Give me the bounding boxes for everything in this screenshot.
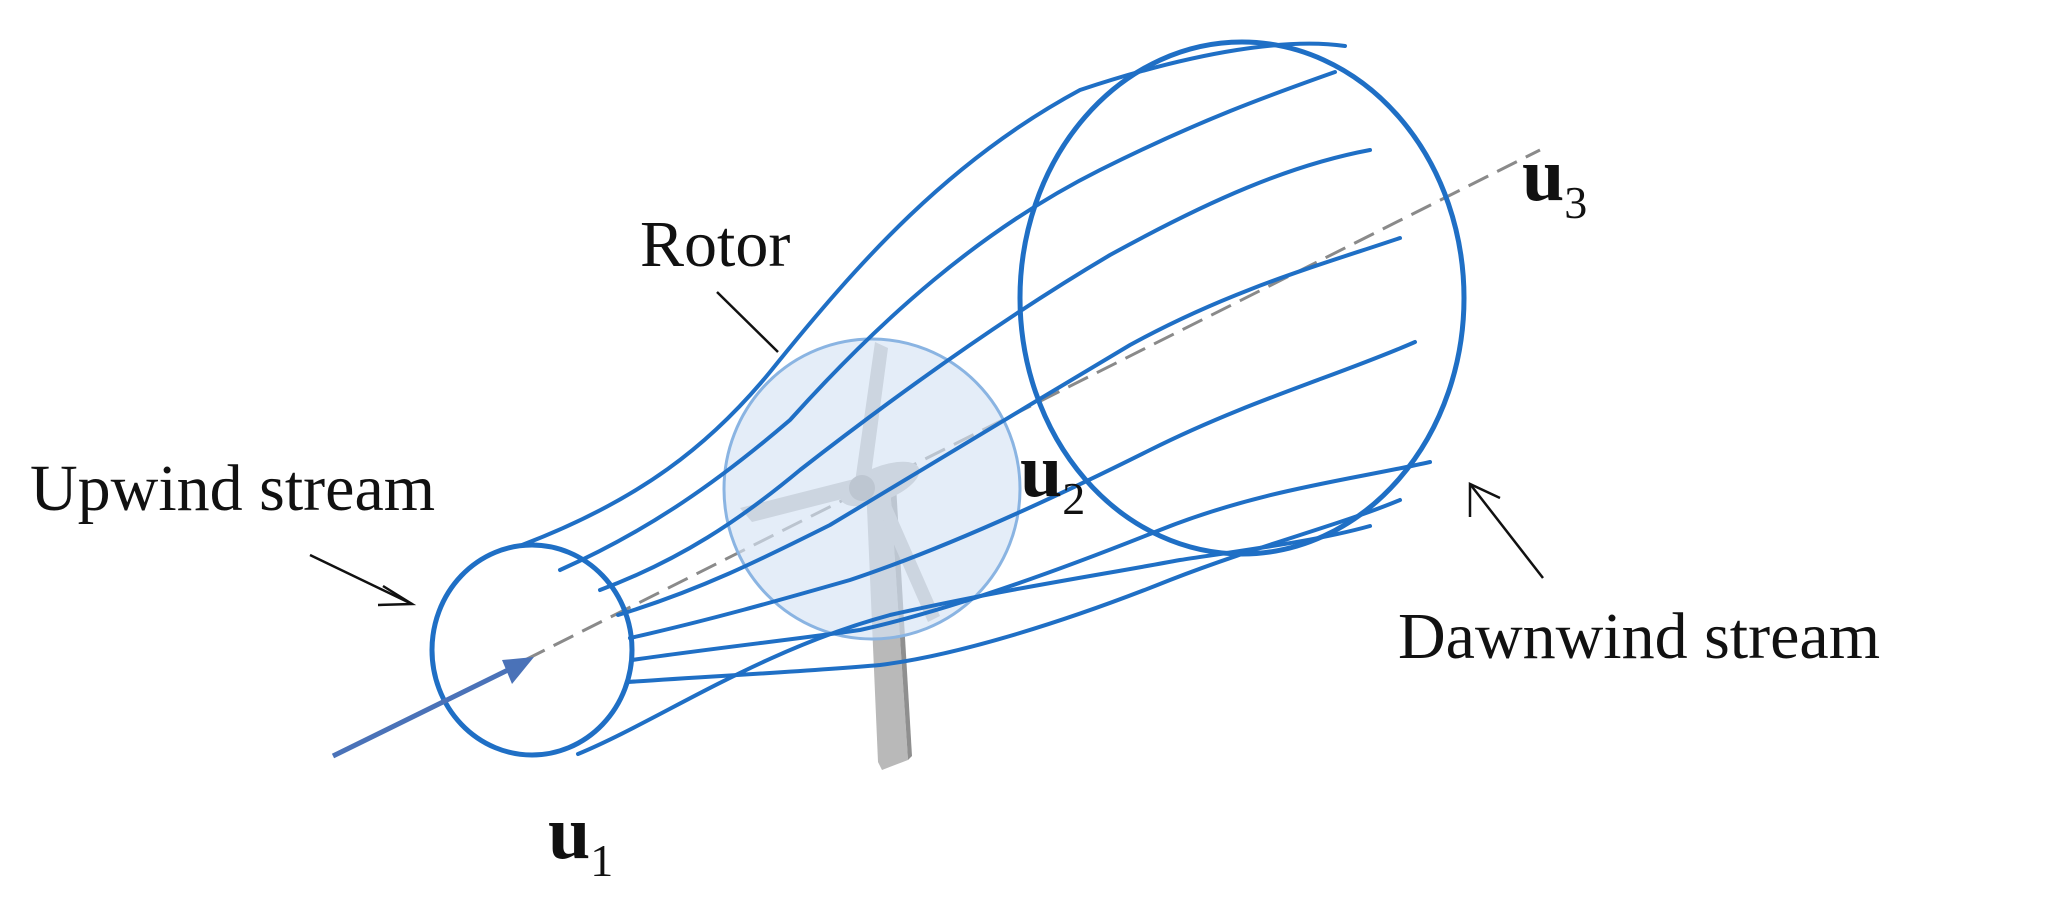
upwind-pointer bbox=[309, 553, 417, 607]
downwind-ring bbox=[1017, 39, 1467, 557]
u3-label: u3 bbox=[1522, 133, 1587, 228]
stream-line bbox=[626, 498, 1402, 684]
stream-line-bottom bbox=[576, 524, 1372, 756]
stream-line bbox=[616, 236, 1402, 617]
rotor-label: Rotor bbox=[640, 208, 790, 281]
rotor-pointer bbox=[716, 291, 779, 353]
upwind-ring bbox=[429, 542, 635, 758]
u2-label: u2 bbox=[1020, 429, 1085, 524]
stream-line-top bbox=[520, 41, 1347, 547]
upwind-label: Upwind stream bbox=[30, 452, 435, 525]
stream-line bbox=[598, 148, 1372, 592]
stream-line bbox=[558, 70, 1337, 572]
downwind-label: Dawnwind stream bbox=[1398, 600, 1880, 673]
stream-line bbox=[630, 460, 1432, 662]
downwind-pointer bbox=[1468, 482, 1544, 579]
flow-axis bbox=[524, 148, 1541, 662]
arrow-right-icon bbox=[331, 657, 534, 759]
u1-label: u1 bbox=[548, 791, 613, 886]
rotor-disc bbox=[722, 337, 1022, 641]
stream-tube bbox=[520, 41, 1432, 756]
stream-line bbox=[628, 340, 1417, 640]
